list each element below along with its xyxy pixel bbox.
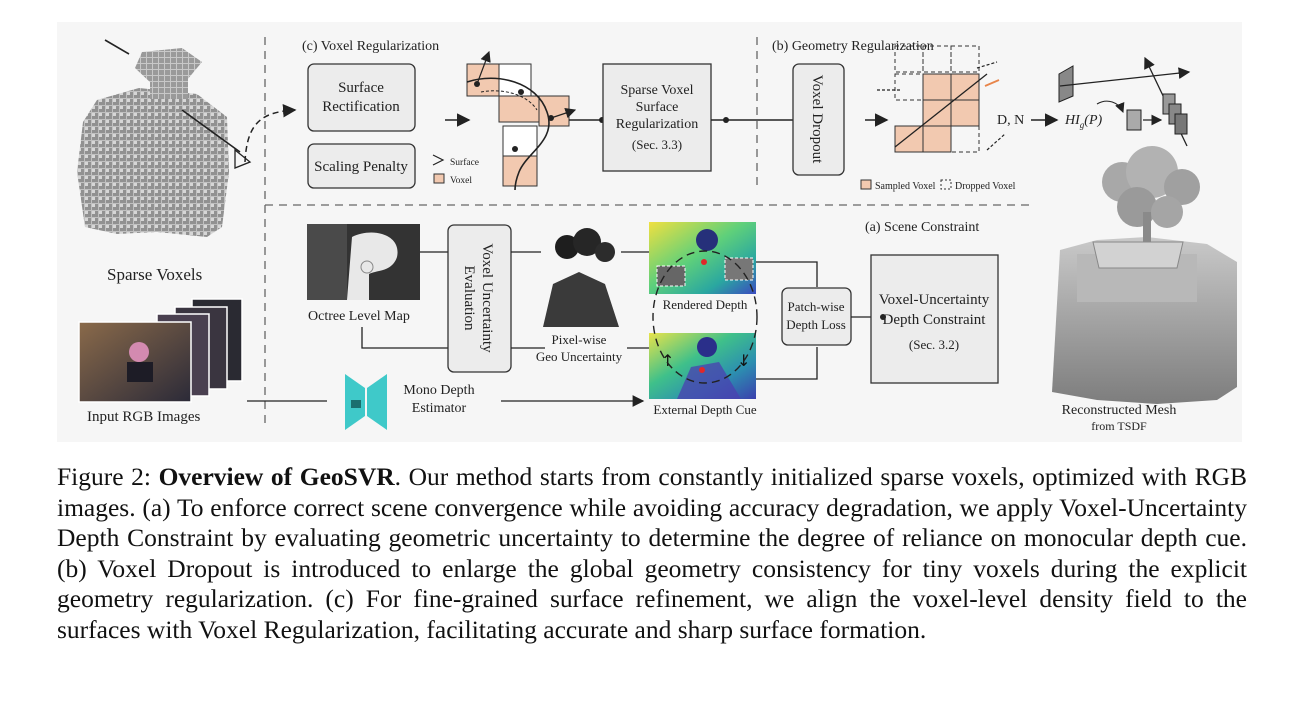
vudc-line2: Depth Constraint: [883, 312, 987, 328]
dropped-voxel-label: Dropped Voxel: [955, 181, 1016, 192]
dropped-voxel-legend-icon: [940, 179, 952, 190]
surface-legend-icon: [432, 154, 445, 166]
from-tsdf-label: from TSDF: [1091, 419, 1147, 433]
caption-title: Overview of GeoSVR: [158, 462, 395, 491]
sparse-voxel-surface-reg-box: [602, 63, 712, 172]
surface-rectification-line1: Surface: [338, 80, 384, 96]
vudc-line3: (Sec. 3.2): [909, 337, 959, 352]
svr-line1: Sparse Voxel: [621, 83, 694, 98]
patch-wise-label: Patch-wise: [787, 299, 844, 314]
vudc-line1: Voxel-Uncertainty: [879, 292, 990, 308]
svg-text:↑: ↑: [661, 351, 674, 370]
scene-constraint-title: (a) Scene Constraint: [865, 220, 979, 235]
voxel-uncertainty-eval-label: Voxel UncertaintyEvaluation: [461, 243, 495, 353]
octree-level-map: [307, 224, 420, 300]
surface-rectification-box: [307, 63, 416, 132]
sampled-voxel-legend-icon: [860, 179, 872, 190]
mono-depth-line1: Mono Depth: [403, 383, 474, 398]
mono-depth-estimator-icon: [345, 374, 387, 430]
geo-uncertainty-label: Geo Uncertainty: [536, 349, 623, 364]
geometry-regularization-title: (b) Geometry Regularization: [772, 39, 934, 54]
legend-surface-label: Surface: [450, 157, 479, 168]
external-depth-label: External Depth Cue: [653, 402, 756, 417]
mono-depth-line2: Estimator: [412, 401, 467, 416]
geo-uncertainty-image: [541, 228, 621, 327]
pixel-wise-label: Pixel-wise: [552, 332, 607, 347]
external-depth-image: ↑ ↓: [649, 333, 756, 399]
voxel-surface-diagram: [466, 50, 577, 191]
hi-formula: HIg(P): [1064, 113, 1102, 130]
caption-body: . Our method starts from constantly init…: [57, 462, 1248, 644]
voxel-regularization-title: (c) Voxel Regularization: [302, 39, 439, 54]
scaling-penalty-box: [307, 143, 416, 189]
figure-caption: Figure 2: Overview of GeoSVR. Our method…: [57, 462, 1247, 645]
figure-canvas: Sparse Voxels Input RGB Images (c) Voxel…: [77, 37, 1237, 433]
svr-line3: Regularization: [616, 117, 698, 132]
reconstructed-mesh-label: Reconstructed Mesh: [1062, 403, 1177, 418]
depth-loss-label: Depth Loss: [786, 317, 846, 332]
input-rgb-stack: [78, 298, 243, 403]
legend-voxel-label: Voxel: [450, 176, 472, 186]
surface-rectification-line2: Rectification: [322, 99, 400, 115]
sparse-voxels-label: Sparse Voxels: [107, 265, 202, 284]
input-rgb-label: Input RGB Images: [87, 409, 200, 425]
camera-projection-diagram: [1058, 56, 1191, 147]
overview-figure: Sparse Voxels Input RGB Images (c) Voxel…: [57, 22, 1242, 442]
voxel-legend-icon: [433, 173, 445, 184]
vudc-box: [870, 254, 999, 384]
svr-line2: Surface: [636, 100, 679, 115]
voxel-uncertainty-eval-box: [447, 224, 512, 373]
sparse-voxels-illustration: [77, 39, 241, 237]
voxel-dropout-label: Voxel Dropout: [809, 75, 825, 164]
scaling-penalty-label: Scaling Penalty: [314, 159, 408, 175]
dropout-grid: [877, 45, 1006, 153]
dn-label: D, N: [997, 113, 1024, 128]
rendered-depth-label: Rendered Depth: [663, 297, 748, 312]
reconstructed-mesh-illustration: [1052, 146, 1237, 404]
caption-figure-label: Figure 2:: [57, 462, 151, 491]
rendered-depth-image: [649, 222, 756, 294]
voxel-dropout-box: [792, 63, 845, 176]
octree-level-map-label: Octree Level Map: [308, 309, 410, 324]
sampled-voxel-label: Sampled Voxel: [875, 181, 936, 192]
svr-line4: (Sec. 3.3): [632, 137, 682, 152]
